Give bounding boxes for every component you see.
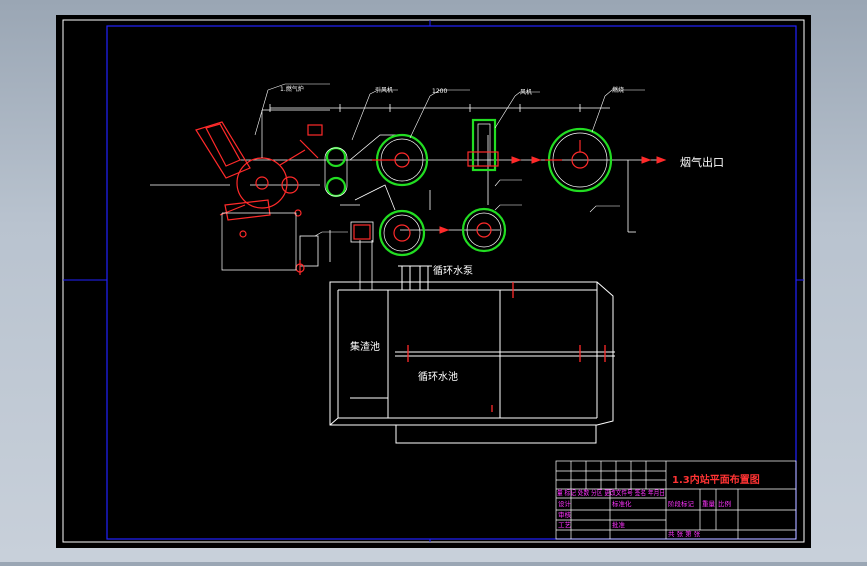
title-block-review: 审核 — [558, 510, 572, 519]
svg-text:引风机: 引风机 — [375, 86, 393, 94]
sedimentation-pool-label: 集渣池 — [350, 340, 380, 353]
circulating-pump-label: 循环水泵 — [433, 264, 473, 277]
svg-text:1200: 1200 — [432, 88, 447, 95]
left-unit-outline — [150, 109, 330, 271]
title-block-weight: 重量 — [702, 500, 716, 508]
title-block-process: 工艺 — [558, 521, 572, 529]
svg-text:1.燃气炉: 1.燃气炉 — [280, 85, 304, 93]
small-leader-texts: 1.燃气炉 引风机 1200 风机 燃烧 — [280, 85, 624, 96]
outer-border — [62, 19, 805, 543]
pool-marks — [407, 282, 606, 412]
title-block — [555, 460, 797, 540]
circulating-pool-label: 循环水池 — [418, 370, 458, 383]
title-block-design: 设计 — [558, 499, 572, 508]
title-block-scale: 比例 — [718, 499, 731, 508]
title-block-standardize: 标准化 — [612, 499, 632, 508]
inner-frame — [106, 25, 797, 540]
title-block-stage-mark: 阶段标记 — [668, 499, 695, 508]
pipework — [240, 104, 660, 290]
title-block-row-a: 量 标记 处数 分区 更改文件号 签名 年月日 — [557, 488, 665, 497]
flow-arrows — [439, 156, 667, 234]
title-block-sheet: 共 张 第 张 — [668, 529, 701, 538]
leader-lines — [254, 83, 645, 237]
pool-structure — [329, 265, 615, 444]
svg-text:风机: 风机 — [520, 88, 532, 96]
title-block-approve: 批准 — [612, 520, 626, 529]
frame-center-marks — [63, 20, 804, 542]
flue-gas-outlet-label: 烟气出口 — [680, 155, 724, 169]
drawing-title: 1.3内站平面布置图 — [672, 473, 760, 486]
svg-text:燃烧: 燃烧 — [612, 86, 624, 94]
